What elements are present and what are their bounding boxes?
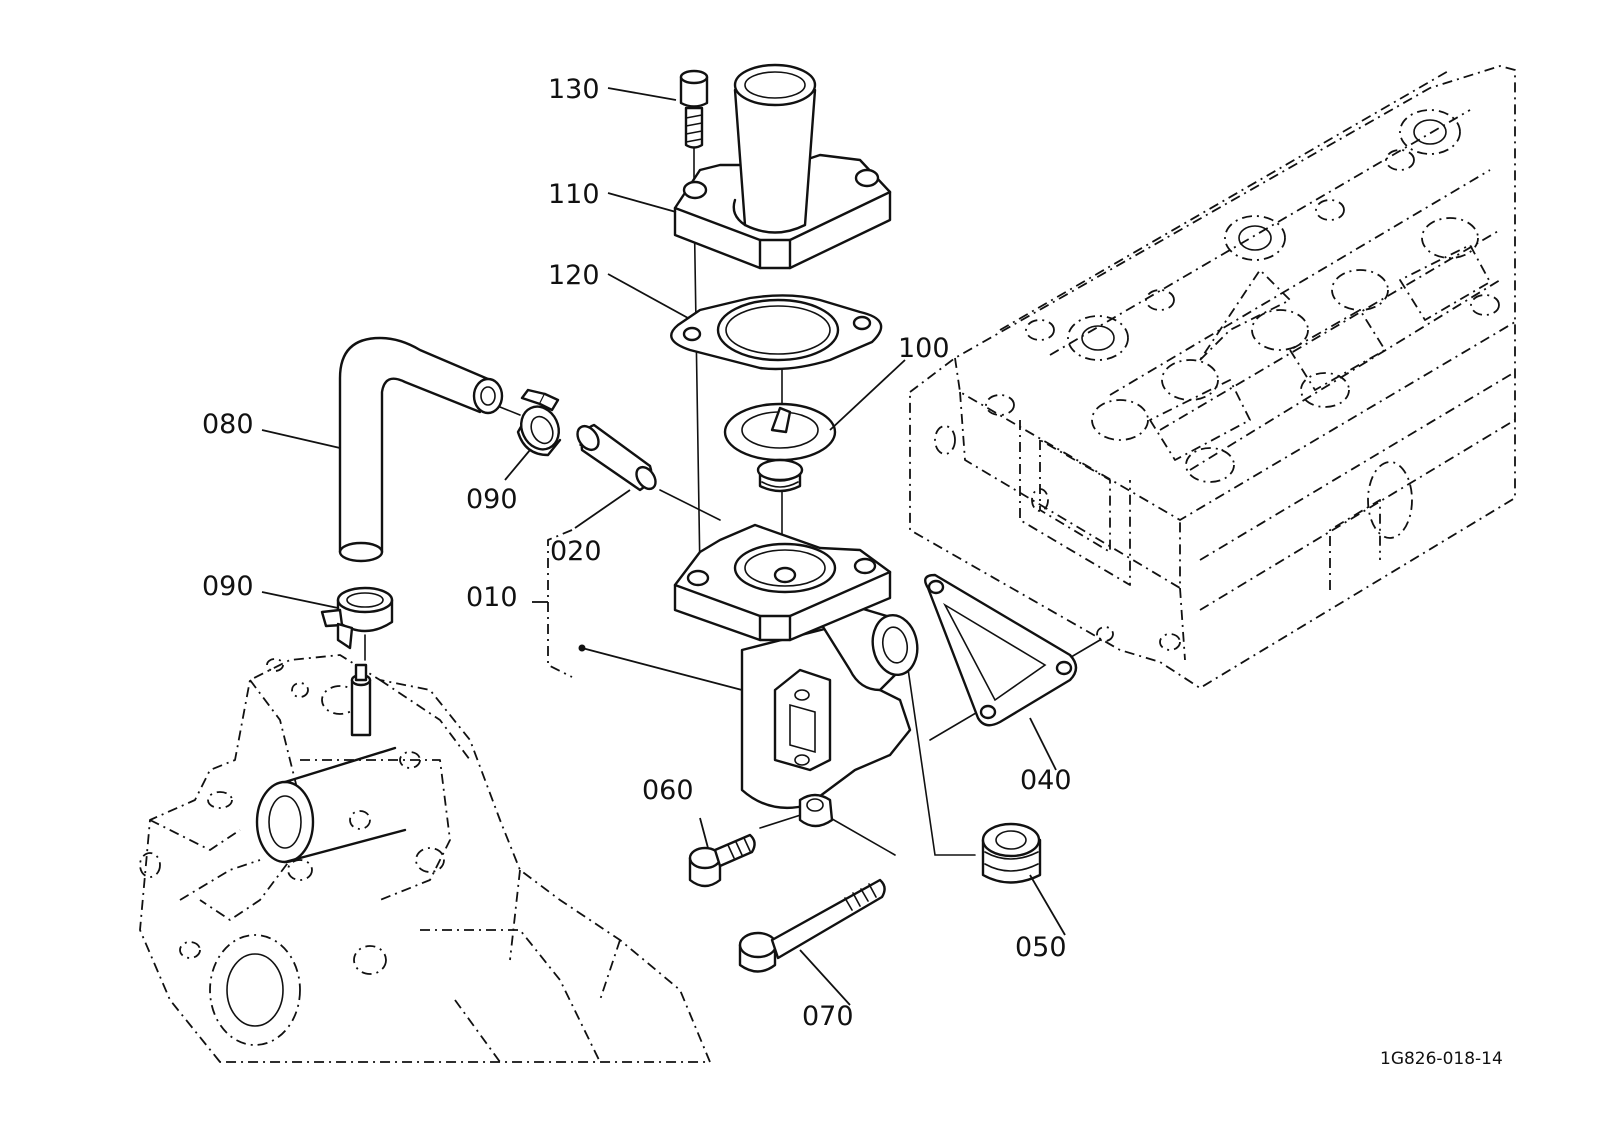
water-pump-outlet-pipe: [139, 658, 445, 1046]
label-130: 130: [548, 74, 600, 105]
label-110: 110: [548, 179, 600, 210]
hose-080: [338, 336, 504, 563]
water-pump-nipple: [350, 663, 372, 737]
bolt-130: [679, 69, 709, 149]
label-010: 010: [466, 582, 518, 613]
cylinder-head-outline: [909, 65, 1516, 689]
part-number-labels: 130 110 120 100 080 090 020 010 090 060 …: [202, 74, 1072, 1032]
pipe-020: [576, 423, 657, 492]
clamp-090-upper: [516, 388, 562, 457]
gasket-120: [670, 294, 883, 371]
label-070: 070: [802, 1001, 854, 1032]
label-060: 060: [642, 775, 694, 806]
bolt-070: [738, 878, 886, 973]
leader-lines: [261, 87, 1066, 1006]
plug-050: [981, 822, 1042, 884]
assembly-bracket-010: [532, 529, 743, 691]
label-120: 120: [548, 260, 600, 291]
cylinder-head-bosses: [934, 109, 1500, 651]
label-100: 100: [898, 333, 950, 364]
gasket-040: [924, 573, 1078, 727]
clamp-090-lower: [320, 586, 394, 650]
label-020: 020: [550, 536, 602, 567]
thermostat-cover-110: [673, 63, 892, 270]
thermostat-housing-010: [673, 523, 919, 828]
bolt-060: [688, 833, 756, 888]
label-080: 080: [202, 409, 254, 440]
label-040: 040: [1020, 765, 1072, 796]
thermostat-100: [723, 402, 837, 493]
water-pump-housing-outline: [139, 654, 711, 1063]
label-090-upper: 090: [466, 484, 518, 515]
drawing-code: 1G826-018-14: [1380, 1049, 1503, 1069]
label-090-lower: 090: [202, 571, 254, 602]
label-050: 050: [1015, 932, 1067, 963]
